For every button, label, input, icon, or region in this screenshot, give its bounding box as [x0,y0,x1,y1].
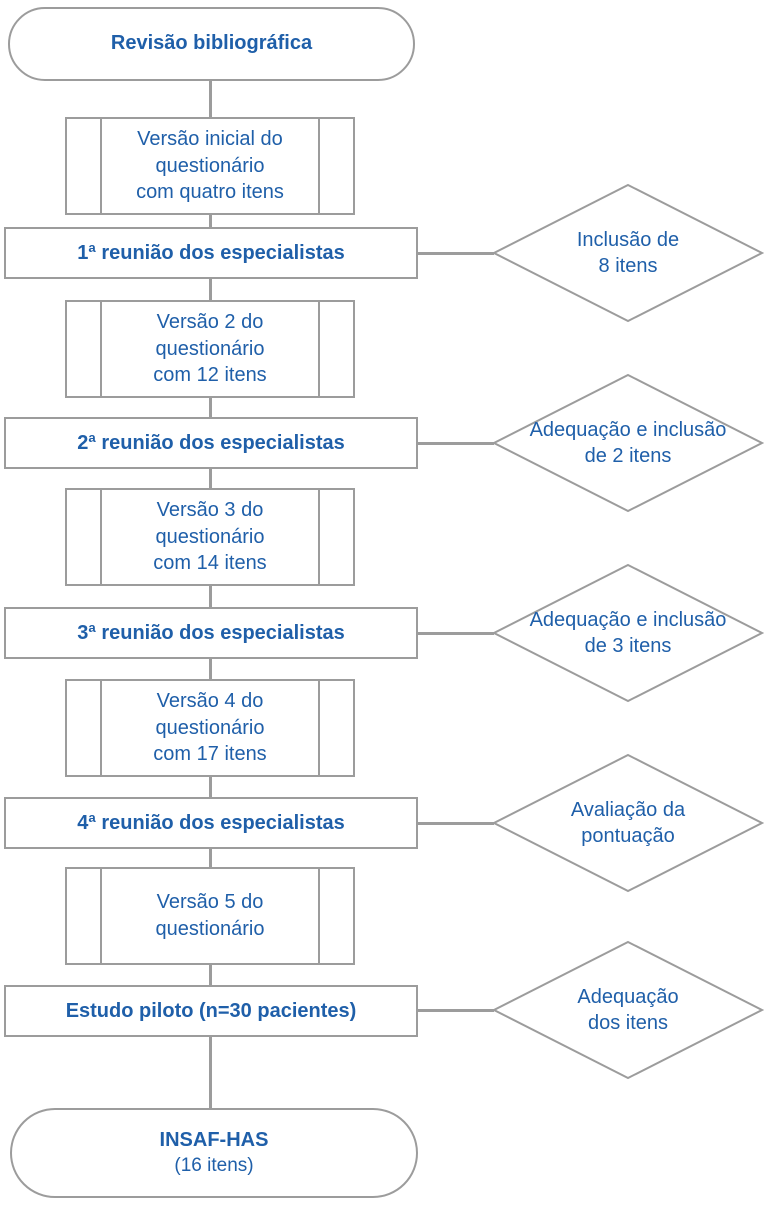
node-label: Avaliação da pontuação [570,799,686,847]
node-label: Versão 2 do questionário com 12 itens [153,310,267,387]
node-versao-4: Versão 4 do questionário com 17 itens [65,679,355,777]
node-reuniao-2: 2ª reunião dos especialistas [4,417,418,469]
node-versao-2: Versão 2 do questionário com 12 itens [65,300,355,398]
node-reuniao-1: 1ª reunião dos especialistas [4,227,418,279]
node-subtitle: (16 itens) [174,1154,254,1176]
node-label: 4ª reunião dos especialistas [77,811,345,834]
diamond-shape [492,183,764,323]
node-label: Estudo piloto (n=30 pacientes) [65,999,357,1022]
node-versao-3: Versão 3 do questionário com 14 itens [65,488,355,586]
connector-reuniao-4-to-diamond [417,822,494,825]
connector-reuniao-3-to-diamond [417,632,494,635]
connector-reuniao-2-to-diamond [417,442,494,445]
connector-estudo-piloto-to-diamond [417,1009,494,1012]
node-label: Inclusão de 8 itens [576,229,680,277]
node-label: Versão 5 do questionário [155,891,265,940]
node-insaf-has: INSAF-HAS (16 itens) [10,1108,418,1198]
node-decision-adequacao-inclusao-2: Adequação e inclusão de 2 itens [492,373,764,513]
node-label: Adequação e inclusão de 3 itens [529,609,727,657]
node-reuniao-3: 3ª reunião dos especialistas [4,607,418,659]
diamond-shape [492,563,764,703]
node-label: Versão 4 do questionário com 17 itens [153,689,267,766]
node-decision-avaliacao-pontuacao: Avaliação da pontuação [492,753,764,893]
node-label: Adequação e inclusão de 2 itens [529,419,727,467]
node-revisao-bibliografica: Revisão bibliográfica [8,7,415,81]
node-label: Versão 3 do questionário com 14 itens [153,498,267,575]
node-versao-inicial: Versão inicial do questionário com quatr… [65,117,355,215]
node-label: Versão inicial do questionário com quatr… [136,127,284,204]
node-label: Adequação dos itens [577,986,679,1034]
node-estudo-piloto: Estudo piloto (n=30 pacientes) [4,985,418,1037]
node-reuniao-4: 4ª reunião dos especialistas [4,797,418,849]
node-decision-adequacao-itens: Adequação dos itens [492,940,764,1080]
node-label: Revisão bibliográfica [110,32,313,55]
diamond-shape [492,373,764,513]
node-label: 2ª reunião dos especialistas [77,431,345,454]
node-title: INSAF-HAS [159,1129,269,1152]
diamond-shape [492,940,764,1080]
diamond-shape [492,753,764,893]
node-label: 3ª reunião dos especialistas [77,621,345,644]
node-decision-adequacao-inclusao-3: Adequação e inclusão de 3 itens [492,563,764,703]
node-decision-inclusao-8-itens: Inclusão de 8 itens [492,183,764,323]
node-label: 1ª reunião dos especialistas [77,241,345,264]
connector-trunk [209,80,212,1108]
connector-reuniao-1-to-diamond [417,252,494,255]
node-versao-5: Versão 5 do questionário [65,867,355,965]
